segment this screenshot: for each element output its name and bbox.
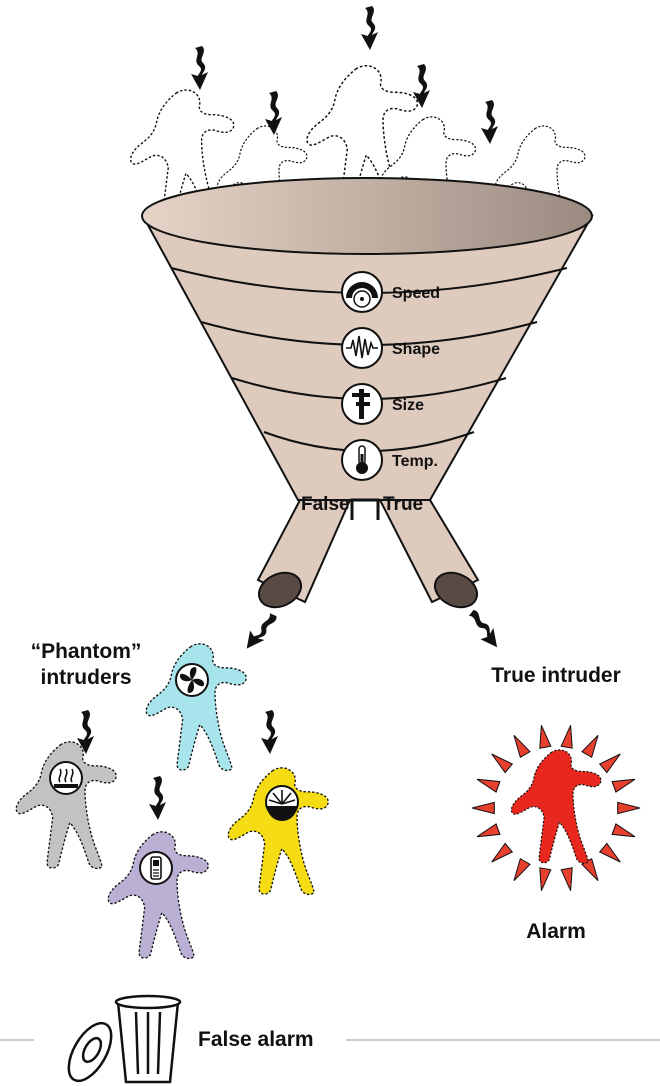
arrow-icon	[240, 609, 281, 654]
alarm-burst-spike	[514, 735, 530, 757]
thermometer-icon	[342, 440, 382, 480]
fan-icon	[176, 664, 208, 696]
alarm-burst-spike	[600, 754, 621, 773]
alarm-burst-spike	[540, 868, 551, 891]
filter-label-shape: Shape	[392, 341, 440, 358]
false-branch-label: False	[301, 494, 350, 515]
split-notch	[352, 500, 378, 520]
alarm-burst-spike	[612, 779, 635, 792]
alarm-burst-spike	[618, 802, 640, 813]
arrow-icon	[149, 776, 166, 820]
alarm-burst-spike	[514, 859, 530, 881]
sun-glare-icon	[266, 786, 298, 821]
phantom-label-line2: intruders	[40, 666, 131, 689]
false-alarm-label: False alarm	[198, 1028, 314, 1051]
trash-can-icon	[60, 996, 180, 1086]
arrow-icon	[481, 100, 498, 144]
arrow-icon	[261, 710, 278, 754]
true-intruder-figure	[511, 750, 601, 863]
phantom-label-line1: “Phantom”	[31, 640, 142, 663]
phantom-intruder-fan	[146, 644, 246, 771]
size-ruler-icon	[342, 384, 382, 424]
true-branch-label: True	[383, 494, 423, 515]
alarm-burst-spike	[540, 725, 551, 748]
funnel-rim	[142, 178, 592, 254]
arrow-icon	[191, 46, 208, 90]
filter-label-speed: Speed	[392, 285, 440, 302]
alarm-burst-spike	[561, 725, 572, 748]
alarm-burst-spike	[492, 843, 513, 862]
filter-label-size: Size	[392, 397, 424, 414]
true-intruder-label: True intruder	[491, 664, 621, 687]
alarm-label: Alarm	[526, 920, 586, 943]
alarm-burst-spike	[472, 802, 494, 813]
alarm-burst-spike	[612, 824, 635, 837]
phantom-intruder-heat	[16, 742, 116, 869]
cellphone-icon	[140, 852, 172, 884]
alarm-burst-spike	[492, 754, 513, 773]
arrow-icon	[465, 607, 504, 653]
heat-vent-icon	[50, 762, 82, 794]
alarm-burst-spike	[582, 735, 598, 757]
speedometer-icon	[342, 272, 382, 312]
alarm-burst-spike	[477, 824, 500, 837]
waveform-icon	[342, 328, 382, 368]
alarm-burst-spike	[561, 868, 572, 891]
filter-label-temp: Temp.	[392, 453, 438, 470]
arrow-icon	[361, 6, 378, 50]
alarm-burst-spike	[600, 843, 621, 862]
phantom-intruder-phone	[108, 832, 208, 959]
alarm-burst-spike	[477, 779, 500, 792]
